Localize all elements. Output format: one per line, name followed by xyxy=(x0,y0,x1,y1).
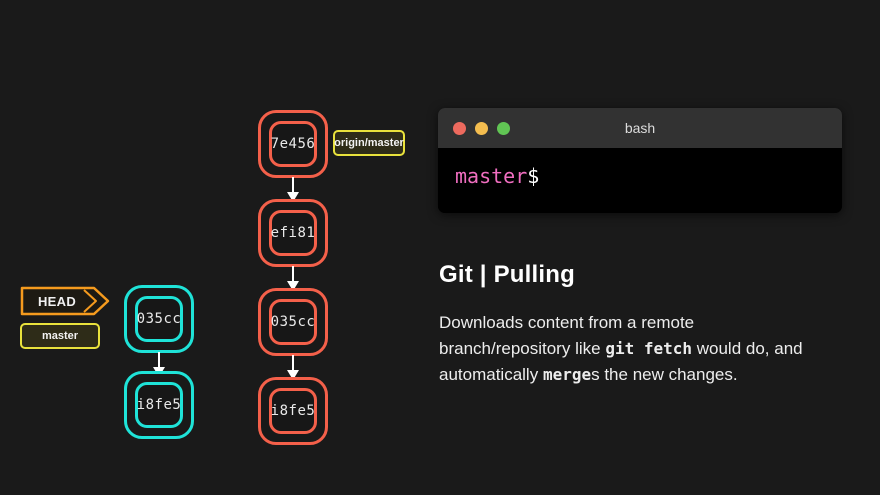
terminal-window[interactable]: bash master$ xyxy=(438,108,842,213)
description-part-2: would do, and automatically xyxy=(439,339,803,384)
branch-label-master: master xyxy=(20,323,100,349)
commit-sha: 035cc xyxy=(136,311,182,327)
commit-node-local-0[interactable]: 035cc xyxy=(124,285,194,353)
head-label-text: HEAD xyxy=(37,293,77,309)
commit-node-inner: 035cc xyxy=(135,296,183,342)
commit-node-inner: i8fe5 xyxy=(135,382,183,428)
description-code-merge: merge xyxy=(542,365,592,384)
commit-sha: 7e456 xyxy=(270,136,316,152)
minimize-icon[interactable] xyxy=(475,121,488,135)
prompt-branch: master xyxy=(455,164,528,188)
commit-sha: efi81 xyxy=(270,225,316,241)
commit-node-local-1[interactable]: i8fe5 xyxy=(124,371,194,439)
branch-label-master-text: master xyxy=(41,330,79,342)
head-label: HEAD xyxy=(20,286,110,316)
ref-label-origin-master: origin/master xyxy=(333,130,405,156)
maximize-icon[interactable] xyxy=(497,121,510,135)
commit-sha: 035cc xyxy=(270,314,316,330)
commit-node-inner: efi81 xyxy=(269,210,317,256)
terminal-body[interactable]: master$ xyxy=(438,148,842,213)
edge-remote-2-3 xyxy=(284,355,302,381)
window-controls xyxy=(453,121,510,135)
terminal-titlebar: bash xyxy=(438,108,842,148)
description-paragraph: Downloads content from a remote branch/r… xyxy=(439,310,819,388)
terminal-prompt-line: master$ xyxy=(455,166,842,186)
commit-node-remote-2[interactable]: 035cc xyxy=(258,288,328,356)
commit-node-remote-3[interactable]: i8fe5 xyxy=(258,377,328,445)
description-part-3: s the new changes. xyxy=(591,365,738,384)
page-title: Git | Pulling xyxy=(439,261,575,288)
commit-node-inner: 035cc xyxy=(269,299,317,345)
description-part-1: Downloads content from a remote branch/r… xyxy=(439,313,695,358)
commit-sha: i8fe5 xyxy=(136,397,182,413)
arrow-down-icon xyxy=(287,266,299,291)
arrow-down-icon xyxy=(287,177,299,202)
head-arrow-shape xyxy=(20,286,110,316)
close-icon[interactable] xyxy=(453,121,466,135)
commit-node-remote-1[interactable]: efi81 xyxy=(258,199,328,267)
commit-node-remote-0[interactable]: 7e456 xyxy=(258,110,328,178)
commit-node-inner: i8fe5 xyxy=(269,388,317,434)
edge-remote-1-2 xyxy=(284,266,302,292)
edge-remote-0-1 xyxy=(284,177,302,203)
prompt-sigil: $ xyxy=(527,164,540,188)
commit-node-inner: 7e456 xyxy=(269,121,317,167)
description-code-git-fetch: git fetch xyxy=(605,339,693,358)
arrow-down-icon xyxy=(287,355,299,380)
commit-sha: i8fe5 xyxy=(270,403,316,419)
ref-label-origin-master-text: origin/master xyxy=(334,137,404,149)
